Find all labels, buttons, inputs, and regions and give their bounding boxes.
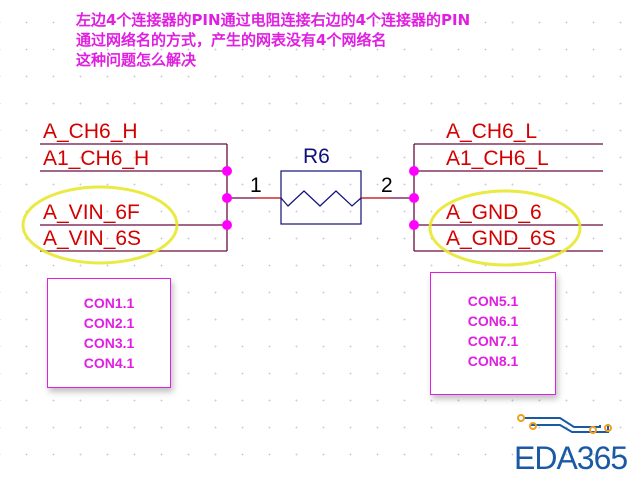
connector-pin: CON2.1 bbox=[83, 315, 135, 331]
pin-number-1: 1 bbox=[250, 174, 262, 197]
eda365-circuit-icon bbox=[517, 414, 612, 434]
connector-pin: CON7.1 bbox=[467, 333, 519, 349]
junction-dot bbox=[222, 193, 232, 203]
junctions bbox=[222, 166, 419, 230]
connector-group-left[interactable]: CON1.1 CON2.1 CON3.1 CON4.1 bbox=[47, 278, 171, 388]
connector-pin: CON4.1 bbox=[83, 355, 135, 371]
note-line-3: 这种问题怎么解决 bbox=[76, 51, 197, 69]
net-label[interactable]: A_CH6_H bbox=[43, 120, 138, 143]
junction-dot bbox=[409, 193, 419, 203]
connector-pin: CON1.1 bbox=[83, 295, 135, 311]
junction-dot bbox=[222, 220, 232, 230]
net-label[interactable]: A_CH6_L bbox=[446, 120, 538, 143]
connector-pin: CON6.1 bbox=[467, 313, 519, 329]
highlight-ellipse-right bbox=[428, 189, 582, 267]
connector-pin: CON8.1 bbox=[467, 353, 519, 369]
note-line-1: 左边4个连接器的PIN通过电阻连接右边的4个连接器的PIN bbox=[76, 11, 471, 29]
resistor-refdes[interactable]: R6 bbox=[303, 145, 330, 168]
pin-number-2: 2 bbox=[381, 174, 393, 197]
resistor-body bbox=[280, 170, 362, 225]
net-label[interactable]: A1_CH6_L bbox=[446, 147, 549, 170]
net-label[interactable]: A_VIN_6F bbox=[43, 201, 140, 224]
junction-dot bbox=[222, 166, 232, 176]
connector-group-right[interactable]: CON5.1 CON6.1 CON7.1 CON8.1 bbox=[430, 272, 556, 395]
net-label[interactable]: A_VIN_6S bbox=[43, 227, 142, 250]
resistor-zigzag-icon bbox=[280, 190, 362, 207]
eda365-logo: EDA365 bbox=[514, 440, 628, 476]
connector-pin: CON3.1 bbox=[83, 335, 135, 351]
connector-pin: CON5.1 bbox=[467, 293, 519, 309]
junction-dot bbox=[409, 220, 419, 230]
highlight-ellipse-left bbox=[21, 185, 179, 265]
net-label[interactable]: A_GND_6 bbox=[446, 201, 542, 224]
net-label[interactable]: A1_CH6_H bbox=[43, 147, 150, 170]
net-label[interactable]: A_GND_6S bbox=[446, 227, 556, 250]
junction-dot bbox=[409, 166, 419, 176]
question-note: 左边4个连接器的PIN通过电阻连接右边的4个连接器的PIN 通过网络名的方式，产… bbox=[76, 10, 470, 70]
note-line-2: 通过网络名的方式，产生的网表没有4个网络名 bbox=[76, 31, 387, 49]
